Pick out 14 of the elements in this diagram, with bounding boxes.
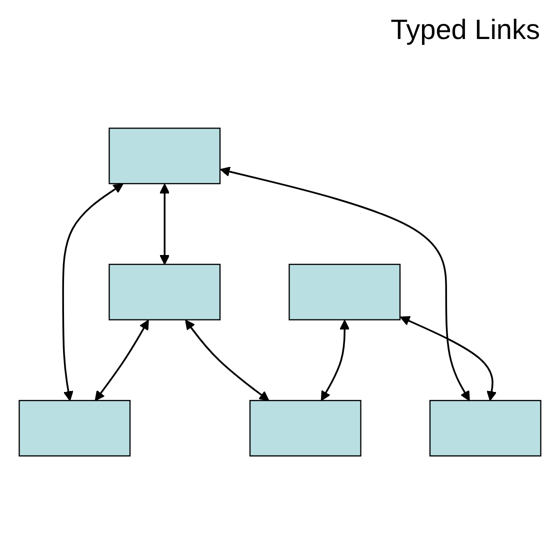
- double-arrow: [62, 184, 124, 402]
- double-arrow: [185, 320, 270, 402]
- square-node: [429, 400, 542, 457]
- square-node: [108, 264, 221, 321]
- square-node: [288, 264, 401, 321]
- double-arrow: [320, 320, 350, 402]
- double-arrow: [220, 167, 470, 402]
- diagram-title: Typed Links: [390, 14, 540, 46]
- square-node: [249, 400, 362, 457]
- double-arrow: [400, 316, 497, 402]
- square-node: [18, 400, 131, 457]
- double-arrow: [94, 320, 149, 402]
- square-node: [108, 128, 221, 185]
- double-arrow: [160, 184, 170, 266]
